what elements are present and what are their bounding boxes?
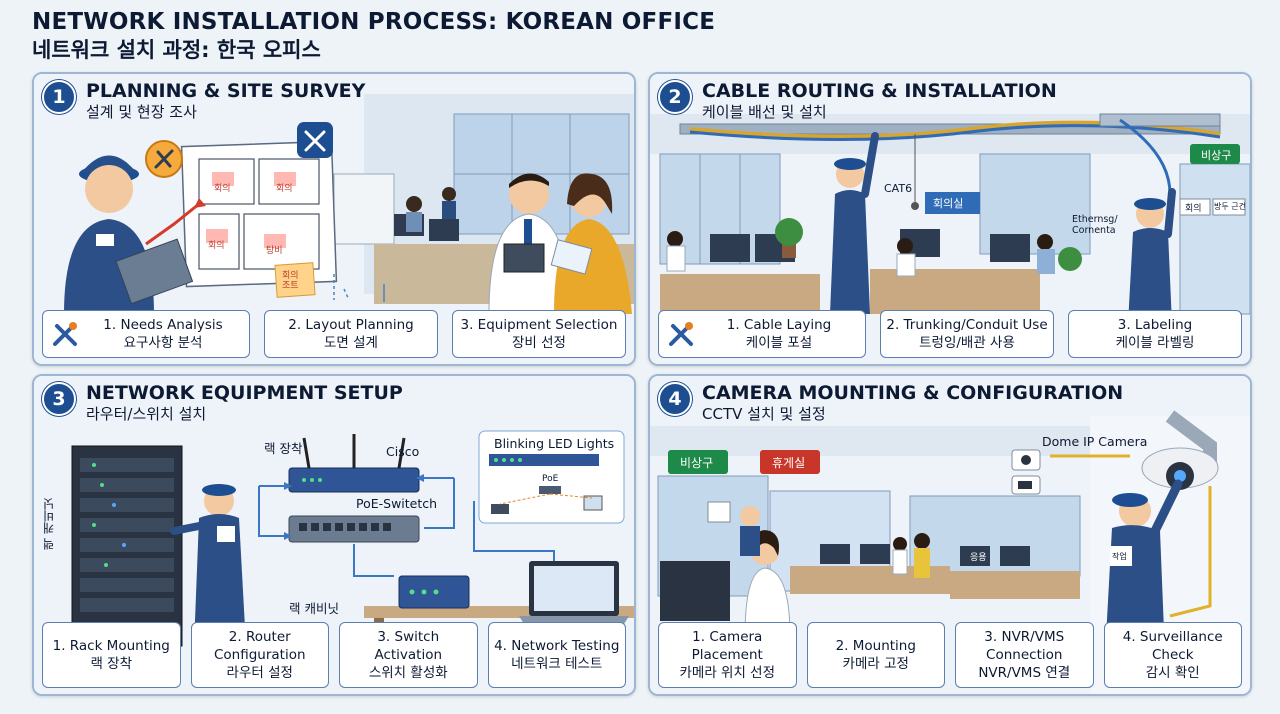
step-card: 4. Surveillance Check 감시 확인 [1103,622,1242,688]
screen-label: 응용 [970,553,987,563]
panel-header: 2 CABLE ROUTING & INSTALLATION 케이블 배선 및 … [658,80,1057,122]
step-row: 1. Cable Laying 케이블 포설 2. Trunking/Condu… [658,310,1242,358]
rack-side-label: 랙 캐비닛 [42,498,56,550]
step-label-ko: 요구사항 분석 [123,335,203,351]
step-label-en: 4. Network Testing [494,638,620,654]
title-english: NETWORK INSTALLATION PROCESS: KOREAN OFF… [32,9,716,35]
step-label-en: 1. Needs Analysis [103,317,223,333]
step-card: 3. NVR/VMS Connection NVR/VMS 연결 [955,622,1094,688]
floorplan-note: 회의 [208,241,225,251]
rack-mount-label: 랙 장착 [264,441,303,456]
panel-planning: 1 PLANNING & SITE SURVEY 설계 및 현장 조사 회의 회… [32,72,636,366]
step-label-en: 3. NVR/VMS Connection [984,629,1065,663]
step-card: 2. Mounting 카메라 고정 [806,622,945,688]
camera-scene [650,376,1250,694]
panel-cable-routing: 2 CABLE ROUTING & INSTALLATION 케이블 배선 및 … [648,72,1252,366]
panel-title: CABLE ROUTING & INSTALLATION [702,80,1057,102]
step-card: 4. Network Testing 네트워크 테스트 [487,622,626,688]
panel-camera-mounting: 4 CAMERA MOUNTING & CONFIGURATION CCTV 설… [648,374,1252,696]
step-label-en: 4. Surveillance Check [1122,629,1223,663]
step-card: 2. Trunking/Conduit Use 트렁잉/배관 사용 [880,310,1054,358]
step-label-ko: 카메라 위치 선정 [679,665,776,681]
step-label-ko: 감시 확인 [1145,665,1200,681]
floorplan-note: 회의 [214,184,231,194]
panel-subtitle: 설계 및 현장 조사 [86,103,197,121]
step-label-ko: 라우터 설정 [226,665,293,681]
cisco-label: Cisco [386,444,420,459]
step-label-en: 1. Camera Placement [691,629,763,663]
exit-sign: 비상구 [680,456,714,470]
step-number-badge: 1 [42,80,76,114]
lounge-sign: 휴게실 [772,456,806,470]
tools-icon [53,322,77,346]
step-label-en: 2. Mounting [835,638,916,654]
step-number-badge: 4 [658,382,692,416]
exit-sign: 비상구 [1201,149,1232,162]
step-label-ko: 스위치 활성화 [368,665,448,681]
step-label-ko: 케이블 라벨링 [1115,335,1195,351]
dome-camera-label: Dome IP Camera [1042,434,1148,449]
panel-header: 1 PLANNING & SITE SURVEY 설계 및 현장 조사 [42,80,365,122]
step-label-en: 3. Equipment Selection [460,317,618,333]
step-label-ko: 도면 설계 [324,335,378,351]
cat6-label: CAT6 [884,182,913,195]
panel-header: 4 CAMERA MOUNTING & CONFIGURATION CCTV 설… [658,382,1123,424]
step-label-ko: NVR/VMS 연결 [978,665,1071,681]
step-label-en: 1. Cable Laying [726,317,832,333]
floorplan-note: 탕비 [266,246,283,256]
panel-title: CAMERA MOUNTING & CONFIGURATION [702,382,1124,404]
blinking-led-label: Blinking LED Lights [494,436,615,451]
step-row: 1. Needs Analysis 요구사항 분석 2. Layout Plan… [42,310,626,358]
step-card: 1. Needs Analysis 요구사항 분석 [42,310,250,358]
door-sticker: 방두 근건 [1214,202,1246,211]
door-sticker: 회의 [1185,204,1202,214]
step-row: 1. Camera Placement 카메라 위치 선정 2. Mountin… [658,622,1242,688]
floorplan-note: 회의 [276,184,293,194]
panel-title: NETWORK EQUIPMENT SETUP [86,382,403,404]
step-label-ko: 랙 장착 [90,656,133,672]
panel-subtitle: CCTV 설치 및 설정 [702,405,826,423]
step-number-badge: 2 [658,80,692,114]
title-korean: 네트워크 설치 과정: 한국 오피스 [32,38,321,62]
step-label-ko: 네트워크 테스트 [511,656,603,672]
step-card: 3. Equipment Selection 장비 선정 [452,310,626,358]
plan-sticky-note: 회의 조트 [282,271,299,291]
step-card: 1. Camera Placement 카메라 위치 선정 [658,622,797,688]
step-card: 2. Layout Planning 도면 설계 [264,310,438,358]
badge-label: 작업 [1112,552,1127,561]
step-card: 1. Rack Mounting 랙 장착 [42,622,181,688]
panel-equipment-setup: 3 NETWORK EQUIPMENT SETUP 라우터/스위치 설치 랙 장… [32,374,636,696]
poe-small-label: PoE [542,474,559,484]
step-label-en: 2. Trunking/Conduit Use [886,317,1048,333]
step-label-ko: 카메라 고정 [842,656,909,672]
step-number-badge: 3 [42,382,76,416]
step-label-ko: 트렁잉/배관 사용 [919,335,1015,351]
step-label-en: 3. Labeling [1117,317,1193,333]
step-card: 3. Labeling 케이블 라벨링 [1068,310,1242,358]
step-card: 1. Cable Laying 케이블 포설 [658,310,866,358]
panel-subtitle: 케이블 배선 및 설치 [702,103,827,121]
page-title: NETWORK INSTALLATION PROCESS: KOREAN OFF… [32,8,715,64]
step-label-en: 3. Switch Activation [374,629,443,663]
step-label-en: 2. Router Configuration [213,629,306,663]
step-row: 1. Rack Mounting 랙 장착 2. Router Configur… [42,622,626,688]
step-card: 2. Router Configuration 라우터 설정 [190,622,329,688]
step-label-en: 2. Layout Planning [288,317,414,333]
meeting-room-sign: 회의실 [933,197,964,210]
ethernet-label: Ethernsg/ Cornenta [1072,214,1118,236]
poe-switch-label: PoE-Switetch [356,496,438,511]
step-label-ko: 케이블 포설 [745,335,813,351]
panel-subtitle: 라우터/스위치 설치 [86,405,207,423]
panel-header: 3 NETWORK EQUIPMENT SETUP 라우터/스위치 설치 [42,382,403,424]
panel-title: PLANNING & SITE SURVEY [86,80,366,102]
rack-cabinet-label: 랙 캐비닛 [289,601,339,616]
step-label-ko: 장비 선정 [512,335,566,351]
step-card: 3. Switch Activation 스위치 활성화 [339,622,478,688]
step-label-en: 1. Rack Mounting [52,638,170,654]
tools-icon [669,322,693,346]
